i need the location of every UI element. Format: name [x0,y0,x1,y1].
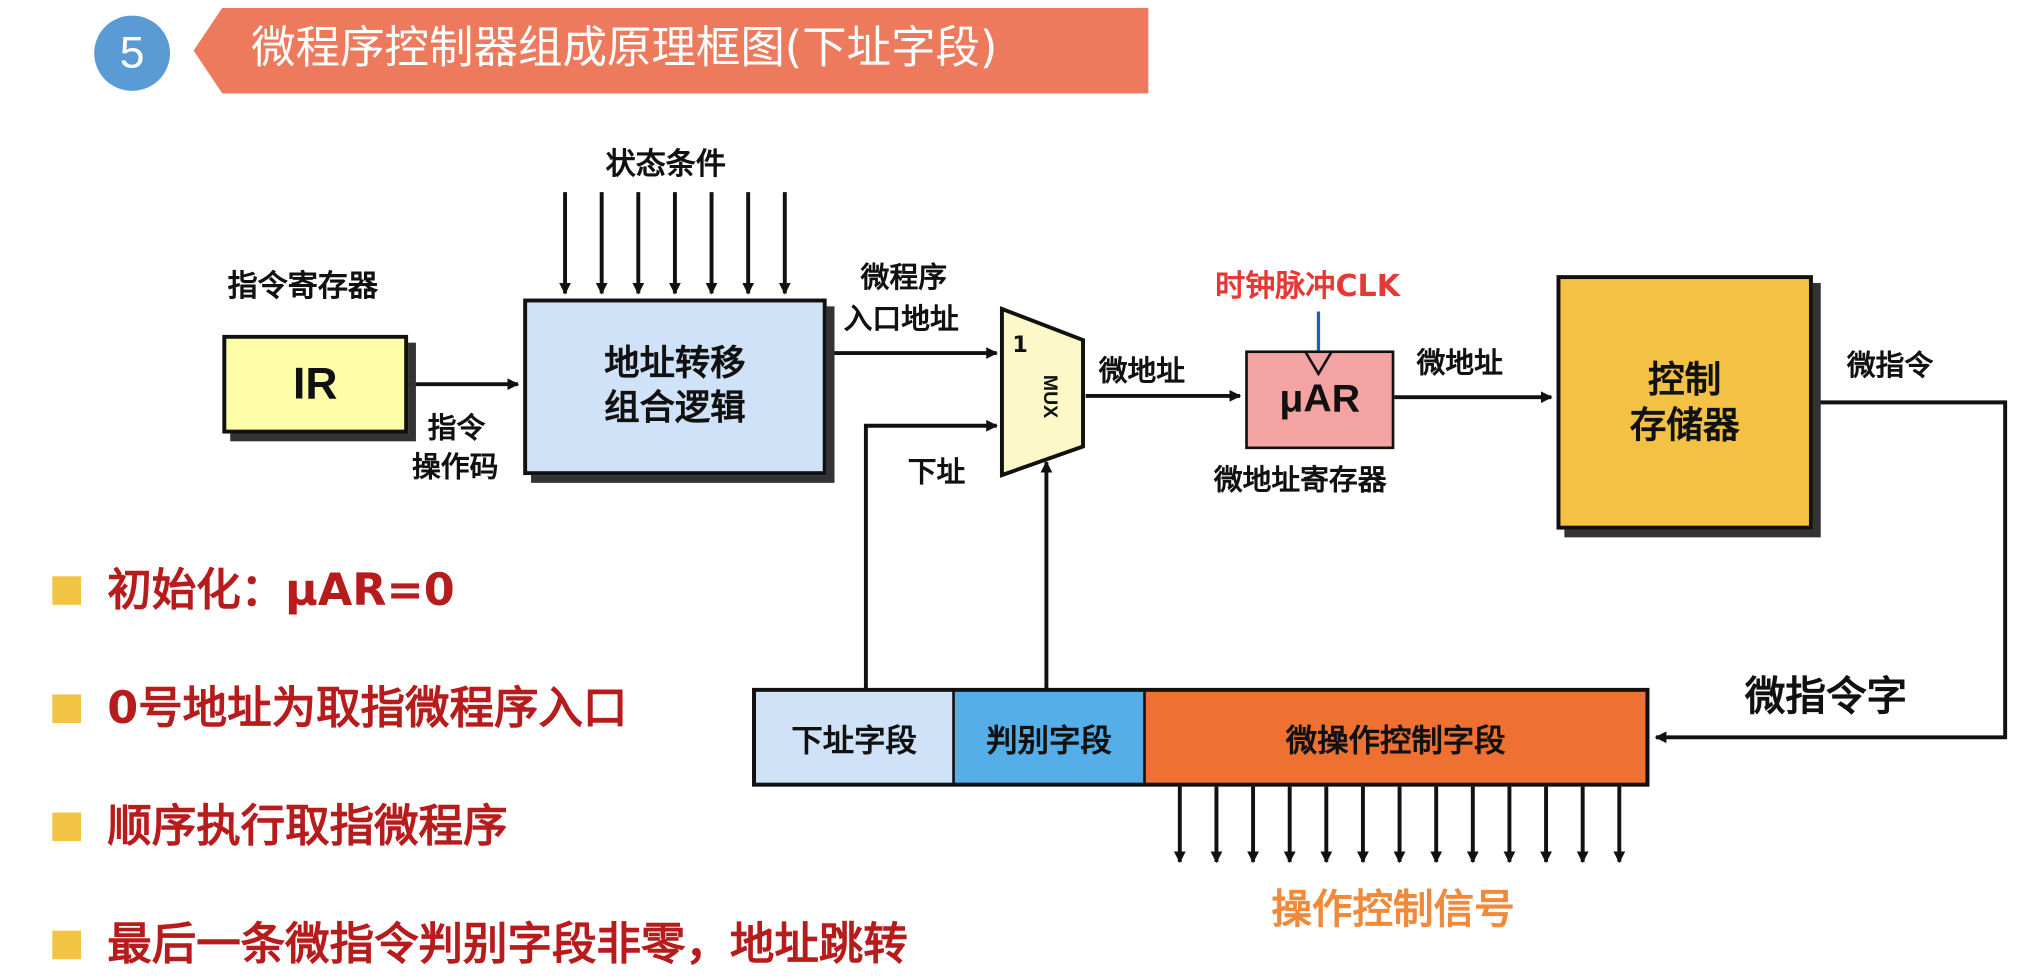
mux-shape [999,306,1085,478]
field-micro-op-text: 微操作控制字段 [1285,722,1506,759]
ir-box-text: IR [292,359,338,409]
opcode-label-2: 操作码 [412,451,499,485]
bullet-text-4: 最后一条微指令判别字段非零，地址跳转 [107,918,908,971]
opcode-label-1: 指令 [427,412,486,446]
ir-box: IR [222,334,409,434]
memory-to-word-arrow [1654,400,2008,744]
field-next-address-text: 下址字段 [791,722,917,759]
control-memory-line-1: 控制 [1648,358,1722,402]
section-number: 5 [119,27,145,78]
clock-input-triangle [1304,351,1333,377]
control-signals-label: 操作控制信号 [1271,886,1515,934]
ir-register-label: 指令寄存器 [227,269,379,304]
uar-box-text: μAR [1279,378,1361,421]
entry-address-label-1: 微程序 [860,262,948,295]
bullet-text-1: 初始化：μAR=0 [107,564,455,617]
field-next-address: 下址字段 [756,691,953,783]
address-logic-line-1: 地址转移 [604,344,746,385]
section-number-badge: 5 [94,15,171,91]
clock-label: 时钟脉冲CLK [1215,269,1401,304]
address-logic-box: 地址转移 组合逻辑 [523,298,827,476]
page-title: 微程序控制器组成原理框图(下址字段) [251,22,998,74]
bullet-marker-1 [52,576,82,605]
micro-instruction-word-label: 微指令字 [1744,673,1908,721]
field-micro-op: 微操作控制字段 [1145,691,1646,783]
control-memory-box: 控制 存储器 [1556,275,1813,530]
micro-instruction-label: 微指令 [1846,350,1934,383]
uar-caption: 微地址寄存器 [1213,464,1387,498]
mux-input-1-label: 1 [1012,332,1028,359]
status-conditions-label: 状态条件 [605,147,726,182]
entry-address-label-2: 入口地址 [843,303,959,337]
next-address-label: 下址 [907,456,966,490]
field-judge: 判别字段 [954,691,1144,783]
title-banner: 微程序控制器组成原理框图(下址字段) [193,7,1149,94]
micro-address-label-1: 微地址 [1098,355,1186,389]
bullet-marker-3 [52,812,82,842]
status-condition-arrows [559,192,791,295]
mux-label: MUX [1038,374,1062,419]
control-signal-arrows [1173,786,1626,864]
bullet-marker-2 [52,694,82,723]
bullet-text-3: 顺序执行取指微程序 [107,800,508,853]
uar-box: μAR [1245,350,1395,450]
micro-address-label-2: 微地址 [1416,347,1503,381]
control-memory-line-2: 存储器 [1629,403,1740,447]
field-judge-text: 判别字段 [986,722,1112,759]
bullet-text-2: 0号地址为取指微程序入口 [107,682,628,735]
bullet-marker-4 [52,930,82,960]
next-addr-feedback-arrow [863,419,999,691]
address-logic-line-2: 组合逻辑 [604,388,746,429]
